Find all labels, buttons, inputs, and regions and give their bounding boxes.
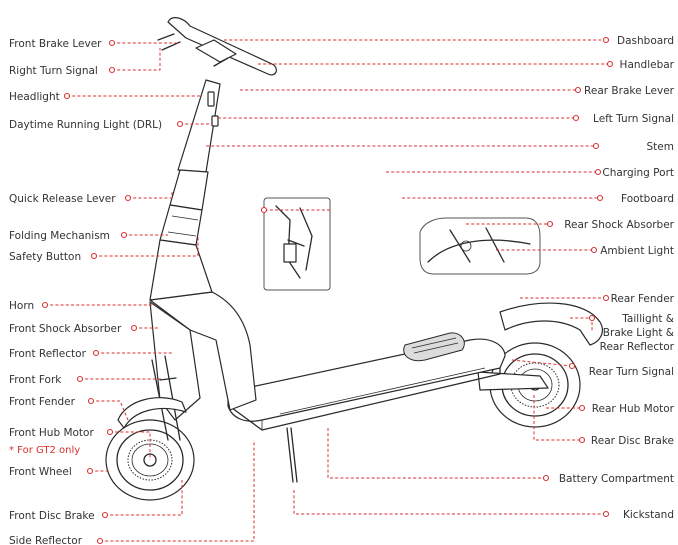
rear-shock-inset: [419, 217, 541, 275]
front-body-drawing: [117, 291, 257, 441]
scooter-illustration: [105, 17, 603, 501]
label-rear-shock-absorber: Rear Shock Absorber: [564, 219, 674, 231]
label-horn: Horn: [9, 300, 34, 312]
label-dashboard: Dashboard: [617, 35, 674, 47]
label-rear-turn-signal: Rear Turn Signal: [589, 366, 674, 378]
label-front-hub-motor: Front Hub Motor: [9, 427, 94, 439]
stem-drawing: [149, 79, 221, 301]
label-front-wheel: Front Wheel: [9, 466, 72, 478]
label-folding-mechanism: Folding Mechanism: [9, 230, 110, 242]
label-taillight: Taillight &: [621, 313, 674, 325]
label-charging-port: Charging Port: [602, 167, 674, 179]
leader-dots: [41, 36, 614, 545]
label-footboard: Footboard: [621, 193, 674, 205]
folding-inset: [263, 197, 331, 291]
label-rear-brake-lever: Rear Brake Lever: [584, 85, 675, 97]
label-brake-light: Brake Light &: [603, 327, 674, 339]
leader-lines: [45, 39, 610, 542]
label-front-reflector: Front Reflector: [9, 348, 87, 360]
rear-swingarm-drawing: [477, 371, 549, 391]
labels-right: Dashboard Handlebar Rear Brake Lever Lef…: [559, 35, 675, 521]
label-right-turn-signal: Right Turn Signal: [9, 65, 98, 77]
label-left-turn-signal: Left Turn Signal: [593, 113, 674, 125]
deck-drawing: [227, 332, 506, 431]
label-front-shock-absorber: Front Shock Absorber: [9, 323, 122, 335]
labels-left: Front Brake Lever Right Turn Signal Head…: [9, 38, 162, 545]
label-stem: Stem: [647, 141, 674, 153]
gt2-note: * For GT2 only: [9, 445, 80, 456]
rear-fender-drawing: [499, 302, 603, 346]
label-headlight: Headlight: [9, 91, 60, 103]
handlebar-drawing: [157, 17, 277, 127]
label-kickstand: Kickstand: [623, 509, 674, 521]
label-drl: Daytime Running Light (DRL): [9, 119, 162, 131]
kickstand-drawing: [286, 427, 294, 483]
label-handlebar: Handlebar: [620, 59, 675, 71]
label-rear-disc-brake: Rear Disc Brake: [591, 435, 674, 447]
label-front-disc-brake: Front Disc Brake: [9, 510, 95, 522]
label-battery-compartment: Battery Compartment: [559, 473, 674, 485]
label-side-reflector: Side Reflector: [9, 535, 83, 545]
label-quick-release-lever: Quick Release Lever: [9, 193, 116, 205]
label-rear-fender: Rear Fender: [611, 293, 675, 305]
label-rear-reflector: Rear Reflector: [600, 341, 675, 353]
label-front-brake-lever: Front Brake Lever: [9, 38, 102, 50]
label-safety-button: Safety Button: [9, 251, 81, 263]
label-ambient-light: Ambient Light: [600, 245, 674, 257]
label-front-fender: Front Fender: [9, 396, 76, 408]
label-front-fork: Front Fork: [9, 374, 62, 386]
label-rear-hub-motor: Rear Hub Motor: [592, 403, 675, 415]
